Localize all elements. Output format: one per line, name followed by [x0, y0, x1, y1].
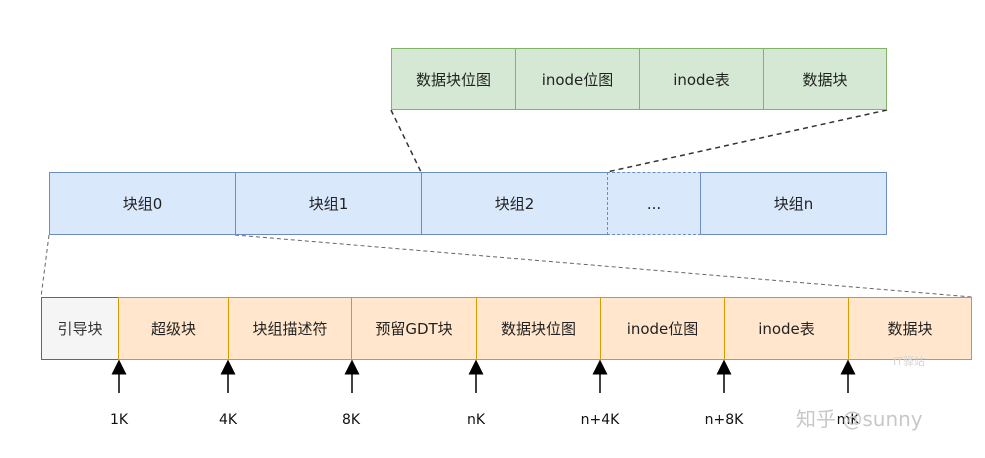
block-group-n: 块组n [700, 172, 887, 235]
offset-label-8k: 8K [341, 412, 361, 428]
zoom-line-left-top [390, 109, 422, 173]
offset-label-n8k: n+8K [704, 412, 744, 428]
offset-label-4k: 4K [218, 412, 238, 428]
detail-block-bitmap: 数据块位图 [391, 48, 516, 110]
block-group-1: 块组1 [235, 172, 422, 235]
zoom-line-right-top [606, 109, 888, 173]
layout-data-blocks: 数据块 [848, 297, 972, 360]
super-block: 超级块 [118, 297, 229, 360]
offset-label-1k: 1K [109, 412, 129, 428]
reserved-gdt-blocks: 预留GDT块 [351, 297, 477, 360]
layout-inode-table: inode表 [724, 297, 849, 360]
group-descriptor: 块组描述符 [228, 297, 352, 360]
watermark-small: IT驿站 [893, 355, 925, 368]
offset-label-mk: mK [836, 412, 860, 428]
offset-label-nk: nK [466, 412, 486, 428]
watermark-zhihu: 知乎 @sunny [796, 407, 923, 431]
zoom-line-left-bottom [40, 234, 50, 298]
detail-inode-bitmap: inode位图 [515, 48, 640, 110]
block-group-2: 块组2 [421, 172, 608, 235]
detail-data-blocks: 数据块 [763, 48, 887, 110]
boot-block: 引导块 [41, 297, 119, 360]
block-group-ellipsis: ... [607, 172, 701, 235]
detail-inode-table: inode表 [639, 48, 764, 110]
layout-block-bitmap: 数据块位图 [476, 297, 601, 360]
layout-inode-bitmap: inode位图 [600, 297, 725, 360]
block-group-0: 块组0 [49, 172, 236, 235]
zoom-line-right-bottom [234, 234, 973, 298]
offset-label-n4k: n+4K [580, 412, 620, 428]
